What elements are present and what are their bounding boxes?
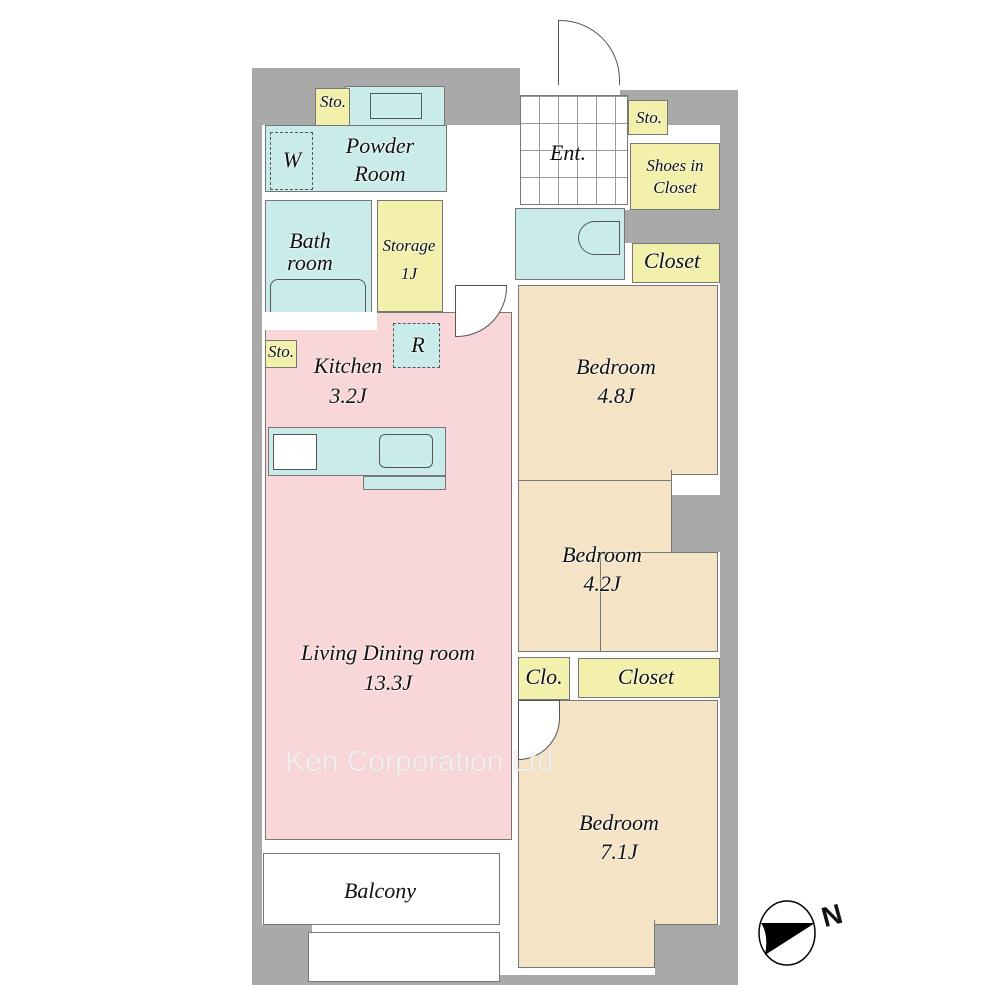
- living-dining-kitchen: [265, 312, 512, 840]
- storage: [377, 200, 443, 312]
- label-w: W: [282, 147, 302, 172]
- wall: [672, 495, 738, 552]
- label-living-dining: Living Dining room: [301, 640, 475, 665]
- label-entrance: Ent.: [549, 140, 587, 165]
- shoe-closet: [630, 143, 720, 210]
- label-sto-top: Sto.: [320, 92, 346, 111]
- closet-small: [518, 657, 570, 700]
- label-bedroom-1: Bedroom: [576, 354, 656, 379]
- toilet: [515, 208, 625, 280]
- label-bedroom-3-size: 7.1J: [600, 839, 638, 864]
- label-sto-entrance: Sto.: [636, 108, 662, 127]
- sink-icon: [379, 434, 433, 468]
- label-closet-2: Closet: [617, 664, 675, 689]
- washer-space: [270, 132, 313, 190]
- label-bedroom-2-size: 4.2J: [583, 571, 621, 596]
- stove-icon: [273, 434, 317, 470]
- entrance: [520, 95, 628, 205]
- balcony: [263, 853, 500, 925]
- wall: [655, 925, 738, 985]
- storage-top: [315, 88, 350, 126]
- label-bedroom-1-size: 4.8J: [597, 383, 635, 408]
- label-closet-1: Closet: [643, 248, 701, 273]
- label-bathroom: Bath room: [287, 228, 333, 275]
- north-arrow-icon: [758, 900, 816, 966]
- label-kitchen-size: 3.2J: [329, 383, 367, 408]
- label-storage: Storage: [382, 236, 436, 255]
- bedroom-3: [518, 920, 655, 968]
- label-bedroom-2: Bedroom: [562, 542, 642, 567]
- wall: [625, 210, 720, 243]
- balcony-lower: [308, 932, 500, 982]
- storage-kitchen: [265, 340, 297, 368]
- closet-bedroom3: [578, 658, 720, 698]
- interior: [265, 312, 377, 330]
- bedroom-2: [600, 552, 718, 652]
- label-kitchen: Kitchen: [313, 353, 383, 378]
- sink-counter: [345, 86, 445, 128]
- label-sto-kitchen: Sto.: [268, 342, 294, 361]
- entrance-door[interactable]: [558, 20, 620, 85]
- label-storage-size: 1J: [400, 264, 418, 283]
- label-shoes-closet: Shoes in Closet: [646, 156, 704, 197]
- wall: [252, 925, 312, 985]
- refrigerator-space: [393, 323, 440, 368]
- kitchen-counter: [268, 427, 446, 476]
- label-balcony: Balcony: [343, 878, 417, 903]
- label-clo: Clo.: [525, 664, 563, 689]
- label-powder-room: Powder Room: [345, 133, 415, 186]
- bedroom-1: [518, 285, 718, 475]
- label-bedroom-3: Bedroom: [579, 810, 659, 835]
- kitchen-counter: [363, 476, 446, 490]
- closet-bedroom1: [632, 243, 720, 283]
- label-living-dining-size: 13.3J: [363, 670, 413, 695]
- label-refrigerator: R: [411, 332, 425, 357]
- storage-entrance: [628, 100, 668, 135]
- watermark: Ken Corporation Ltd: [285, 745, 554, 778]
